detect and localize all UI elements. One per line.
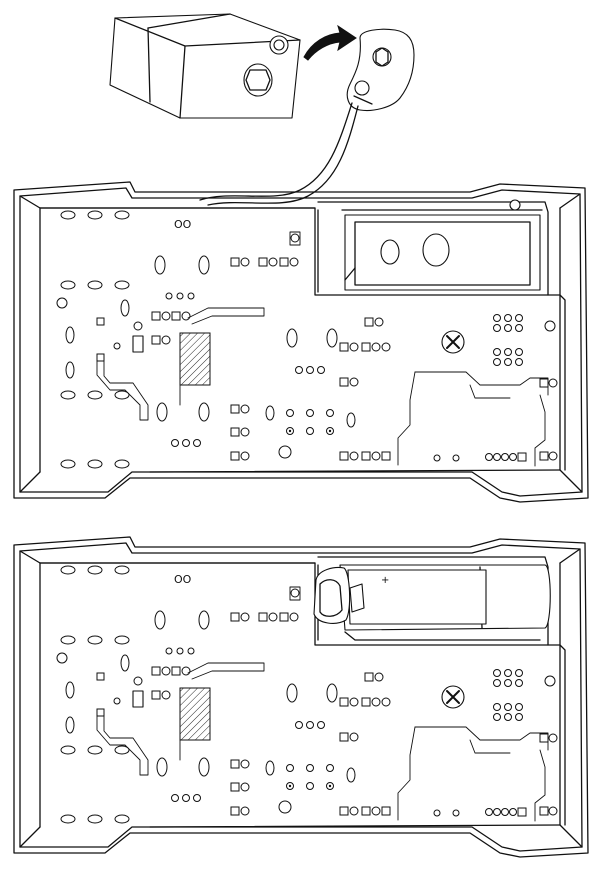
battery-snap-connector — [199, 28, 415, 206]
nine-volt-battery — [109, 13, 301, 119]
insertion-arrow-icon — [303, 24, 357, 61]
enclosure-without-battery — [13, 181, 589, 503]
battery-positive-label: + — [381, 575, 389, 586]
enclosure-with-battery: + — [13, 536, 589, 858]
